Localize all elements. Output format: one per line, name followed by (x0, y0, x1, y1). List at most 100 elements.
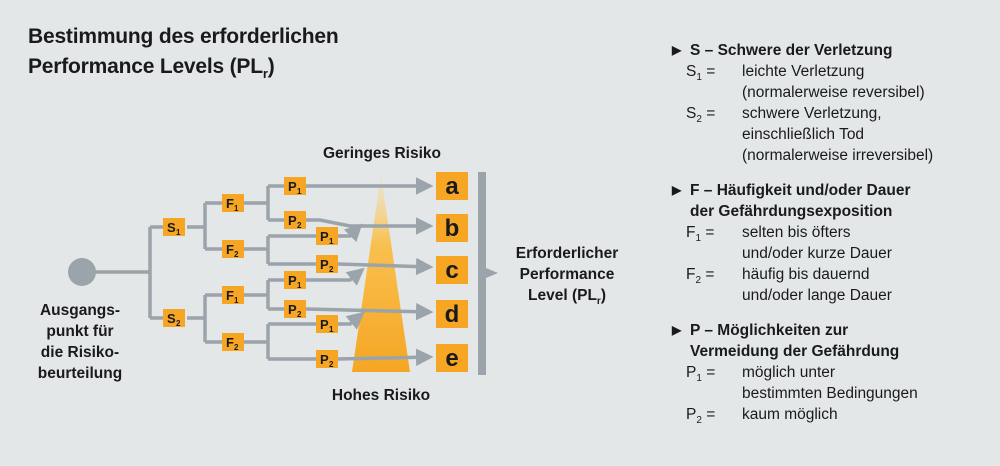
level-b: b (436, 214, 468, 242)
svg-text:1: 1 (329, 237, 334, 246)
svg-text:P: P (320, 352, 329, 367)
svg-text:F: F (226, 288, 234, 303)
triangle-right-icon: ▶ (672, 43, 682, 57)
svg-text:b: b (445, 215, 460, 242)
legend-text: (normalerweise irreversibel) (742, 147, 934, 164)
svg-text:F: F (226, 335, 234, 350)
svg-text:2: 2 (234, 250, 239, 259)
legend-key: P1 = (686, 364, 716, 385)
svg-text:P: P (288, 179, 297, 194)
required-line: Performance (519, 266, 615, 283)
legend-s-head: ▶S – Schwere der Verletzung (672, 40, 992, 61)
legend-text: (normalerweise reversibel) (742, 84, 925, 101)
svg-text:2: 2 (329, 265, 334, 274)
legend: ▶S – Schwere der Verletzung S1 = leichte … (672, 40, 992, 439)
svg-text:1: 1 (234, 296, 239, 305)
legend-p-title: P – Möglichkeiten zur (690, 322, 849, 339)
legend-text: und/oder kurze Dauer (742, 245, 892, 262)
start-label-line: punkt für (46, 323, 114, 340)
svg-text:a: a (445, 173, 459, 200)
legend-text: möglich unter (742, 364, 836, 381)
arrows (305, 177, 434, 367)
svg-text:d: d (445, 301, 460, 328)
legend-text: und/oder lange Dauer (742, 287, 892, 304)
low-risk-label: Geringes Risiko (323, 145, 441, 162)
svg-text:2: 2 (297, 310, 302, 319)
start-node (68, 258, 96, 286)
title-sub: r (262, 66, 268, 81)
legend-key: S1 = (686, 63, 716, 84)
level-c: c (436, 256, 468, 284)
legend-s: ▶S – Schwere der Verletzung S1 = leichte … (672, 40, 992, 166)
svg-text:1: 1 (176, 228, 181, 237)
svg-text:1: 1 (297, 187, 302, 196)
svg-text:2: 2 (234, 343, 239, 352)
legend-key: P2 = (686, 406, 716, 427)
svg-text:2: 2 (329, 360, 334, 369)
svg-text:1: 1 (234, 204, 239, 213)
title-end: ) (267, 55, 275, 78)
legend-text: bestimmten Bedingungen (742, 385, 918, 402)
legend-s2: S2 =schwere Verletzung,einschließlich To… (686, 103, 992, 166)
start-label: Ausgangs- punkt für die Risiko- beurteil… (20, 300, 140, 384)
level-e: e (436, 344, 468, 372)
svg-text:P: P (320, 229, 329, 244)
required-level-label: Erforderlicher Performance Level (PLr) (502, 243, 632, 312)
required-main: Level (PL (528, 287, 597, 304)
legend-s1: S1 = leichte Verletzung (normalerweise rev… (686, 61, 992, 103)
triangle-right-icon: ▶ (672, 183, 682, 197)
svg-text:P: P (320, 317, 329, 332)
svg-text:P: P (288, 302, 297, 317)
svg-text:1: 1 (297, 281, 302, 290)
legend-text: selten bis öfters (742, 224, 851, 241)
svg-text:2: 2 (297, 221, 302, 230)
legend-key: F2 = (686, 266, 715, 287)
legend-key: F1 = (686, 224, 715, 245)
start-label-line: die Risiko- (40, 344, 120, 361)
svg-text:2: 2 (176, 319, 181, 328)
risk-triangle (352, 175, 410, 372)
level-bar (478, 172, 486, 375)
title-line-1: Bestimmung des erforderlichen (28, 25, 339, 48)
legend-f-title: der Gefährdungsexposition (690, 203, 893, 220)
start-label-line: Ausgangs- (39, 302, 121, 319)
required-line: Erforderlicher (515, 245, 619, 262)
svg-text:P: P (288, 273, 297, 288)
required-line: Level (PLr) (502, 285, 632, 312)
required-end: ) (600, 287, 606, 304)
legend-p1: P1 = möglich unter bestimmten Bedingungen (686, 362, 992, 404)
page-title: Bestimmung des erforderlichen Performanc… (28, 22, 339, 89)
svg-text:F: F (226, 196, 234, 211)
svg-text:S: S (167, 220, 176, 235)
legend-text: kaum möglich (742, 406, 838, 423)
legend-text: leichte Verletzung (742, 63, 865, 80)
svg-text:F: F (226, 242, 234, 257)
triangle-right-icon: ▶ (672, 323, 682, 337)
start-label-line: beurteilung (37, 365, 123, 382)
legend-p2: P2 = kaum möglich (686, 404, 992, 426)
svg-text:P: P (288, 213, 297, 228)
svg-text:c: c (445, 257, 458, 284)
svg-text:1: 1 (329, 325, 334, 334)
svg-text:P: P (320, 257, 329, 272)
svg-text:e: e (445, 345, 458, 372)
